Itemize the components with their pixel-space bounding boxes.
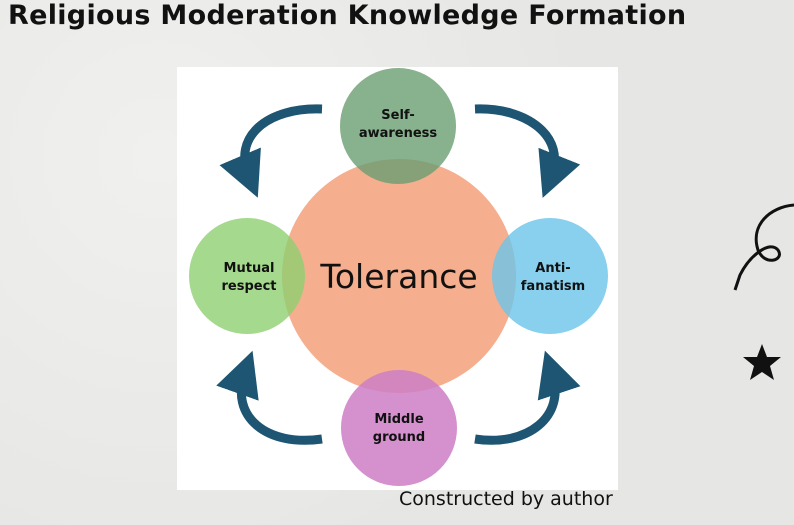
- cycle-arrow-bottom-right: [474, 350, 581, 445]
- self-awareness-circle: [340, 68, 456, 184]
- caption: Constructed by author: [399, 488, 613, 510]
- node-label: Self-: [381, 108, 414, 123]
- middle-ground-circle: [341, 370, 457, 486]
- node-label: ground: [373, 430, 425, 445]
- mutual-respect-circle: [189, 218, 305, 334]
- node-label: Mutual: [224, 261, 275, 276]
- center-label: Tolerance: [319, 257, 477, 296]
- anti-fanatism-circle: [492, 218, 608, 334]
- slide-title: Religious Moderation Knowledge Formation: [8, 0, 687, 31]
- cycle-arrow-bottom-left: [216, 350, 323, 445]
- star-icon: [743, 344, 781, 380]
- node-label: respect: [221, 279, 276, 294]
- node-label: Anti-: [535, 261, 570, 276]
- tolerance-circle: [282, 159, 516, 393]
- node-label: Middle: [374, 412, 423, 427]
- tolerance-diagram: Tolerance Self- awareness Anti- fanatism…: [177, 67, 618, 490]
- node-label: awareness: [359, 126, 438, 141]
- cycle-arrow-top-left: [219, 104, 323, 198]
- cycle-arrow-top-right: [474, 104, 581, 198]
- node-label: fanatism: [521, 279, 585, 294]
- swirl-doodle-icon: [733, 203, 794, 291]
